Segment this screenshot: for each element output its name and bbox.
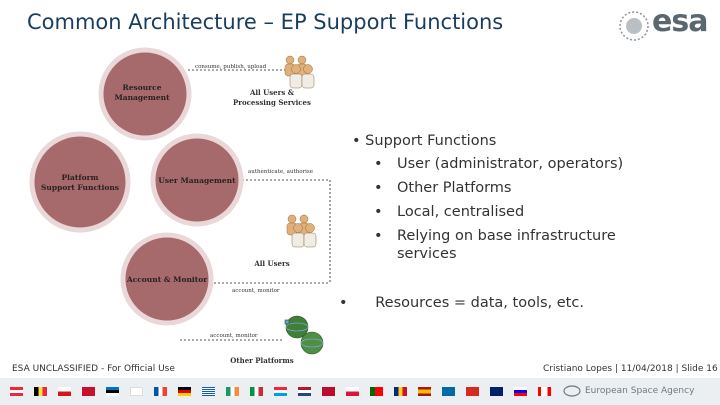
flag-icon (298, 387, 311, 396)
account-monitor-label: Account & Monitor (126, 275, 208, 284)
flag-icon (82, 387, 95, 396)
bullet-heading-text: Support Functions (365, 133, 497, 149)
authenticate-label: authenticate, authorise (248, 169, 313, 175)
bullet-item-text: Other Platforms (397, 180, 512, 196)
other-platforms-label: Other Platforms (230, 356, 293, 365)
agency-name: European Space Agency (585, 386, 695, 396)
flag-icon (442, 387, 455, 396)
bullet-item-text: services (397, 246, 457, 262)
flag-icon (106, 387, 119, 396)
esa-small-logo-icon (563, 385, 581, 397)
flag-icon (514, 387, 527, 396)
account-monitor-circle (120, 232, 214, 326)
flag-icon (322, 387, 335, 396)
flag-icon (346, 387, 359, 396)
account-label-1: account, monitor (232, 288, 280, 294)
flag-icon (130, 387, 143, 396)
bullet-heading: • Support Functions (352, 133, 497, 149)
bullet-item-text: User (administrator, operators) (397, 156, 624, 172)
flag-icon (34, 387, 47, 396)
users-group-icon (284, 55, 315, 89)
page-title: Common Architecture – EP Support Functio… (27, 10, 504, 34)
resource-label-1: Resource (123, 83, 162, 92)
classification-label: ESA UNCLASSIFIED - For Official Use (12, 364, 175, 374)
flag-icon (226, 387, 239, 396)
flag-bar (0, 378, 720, 405)
all-users-processing-label-2: Processing Services (233, 98, 311, 107)
flag-icon (250, 387, 263, 396)
user-management-circle (150, 133, 244, 227)
all-users-label: All Users (253, 259, 289, 268)
resource-management-circle (98, 47, 192, 141)
globe-icon (284, 315, 324, 355)
esa-logo-text: esa (652, 4, 708, 39)
flag-icon (58, 387, 71, 396)
flag-icon (370, 387, 383, 396)
account-label-2: account, monitor (210, 333, 258, 339)
platform-label-2: Support Functions (41, 183, 119, 192)
consume-label: consume, publish, upload (195, 64, 267, 70)
user-management-label: User Management (158, 176, 236, 185)
platform-label-1: Platform (62, 173, 99, 182)
users-group-icon-2 (286, 214, 317, 248)
flag-icon (394, 387, 407, 396)
flag-icon (10, 387, 23, 396)
bullet-item-text: Local, centralised (397, 204, 525, 220)
all-users-processing-label-1: All Users & (249, 88, 295, 97)
bullet-resources-text: Resources = data, tools, etc. (375, 295, 584, 311)
resource-label-2: Management (114, 93, 170, 102)
flag-icon (274, 387, 287, 396)
bullet-item-text: Relying on base infrastructure (397, 228, 616, 244)
esa-logo (619, 11, 649, 41)
flag-icon (178, 387, 191, 396)
architecture-diagram: Resource Management Platform Support Fun… (29, 47, 331, 365)
platform-support-circle (29, 131, 131, 233)
flag-icon (466, 387, 479, 396)
flag-icon (418, 387, 431, 396)
flag-icon (154, 387, 167, 396)
flag-icon (490, 387, 503, 396)
slide-info: Cristiano Lopes | 11/04/2018 | Slide 16 (543, 364, 718, 374)
flag-icon (202, 387, 215, 396)
bullet-resources: • Resources = data, tools, etc. (339, 295, 584, 311)
flag-icon (538, 387, 551, 396)
